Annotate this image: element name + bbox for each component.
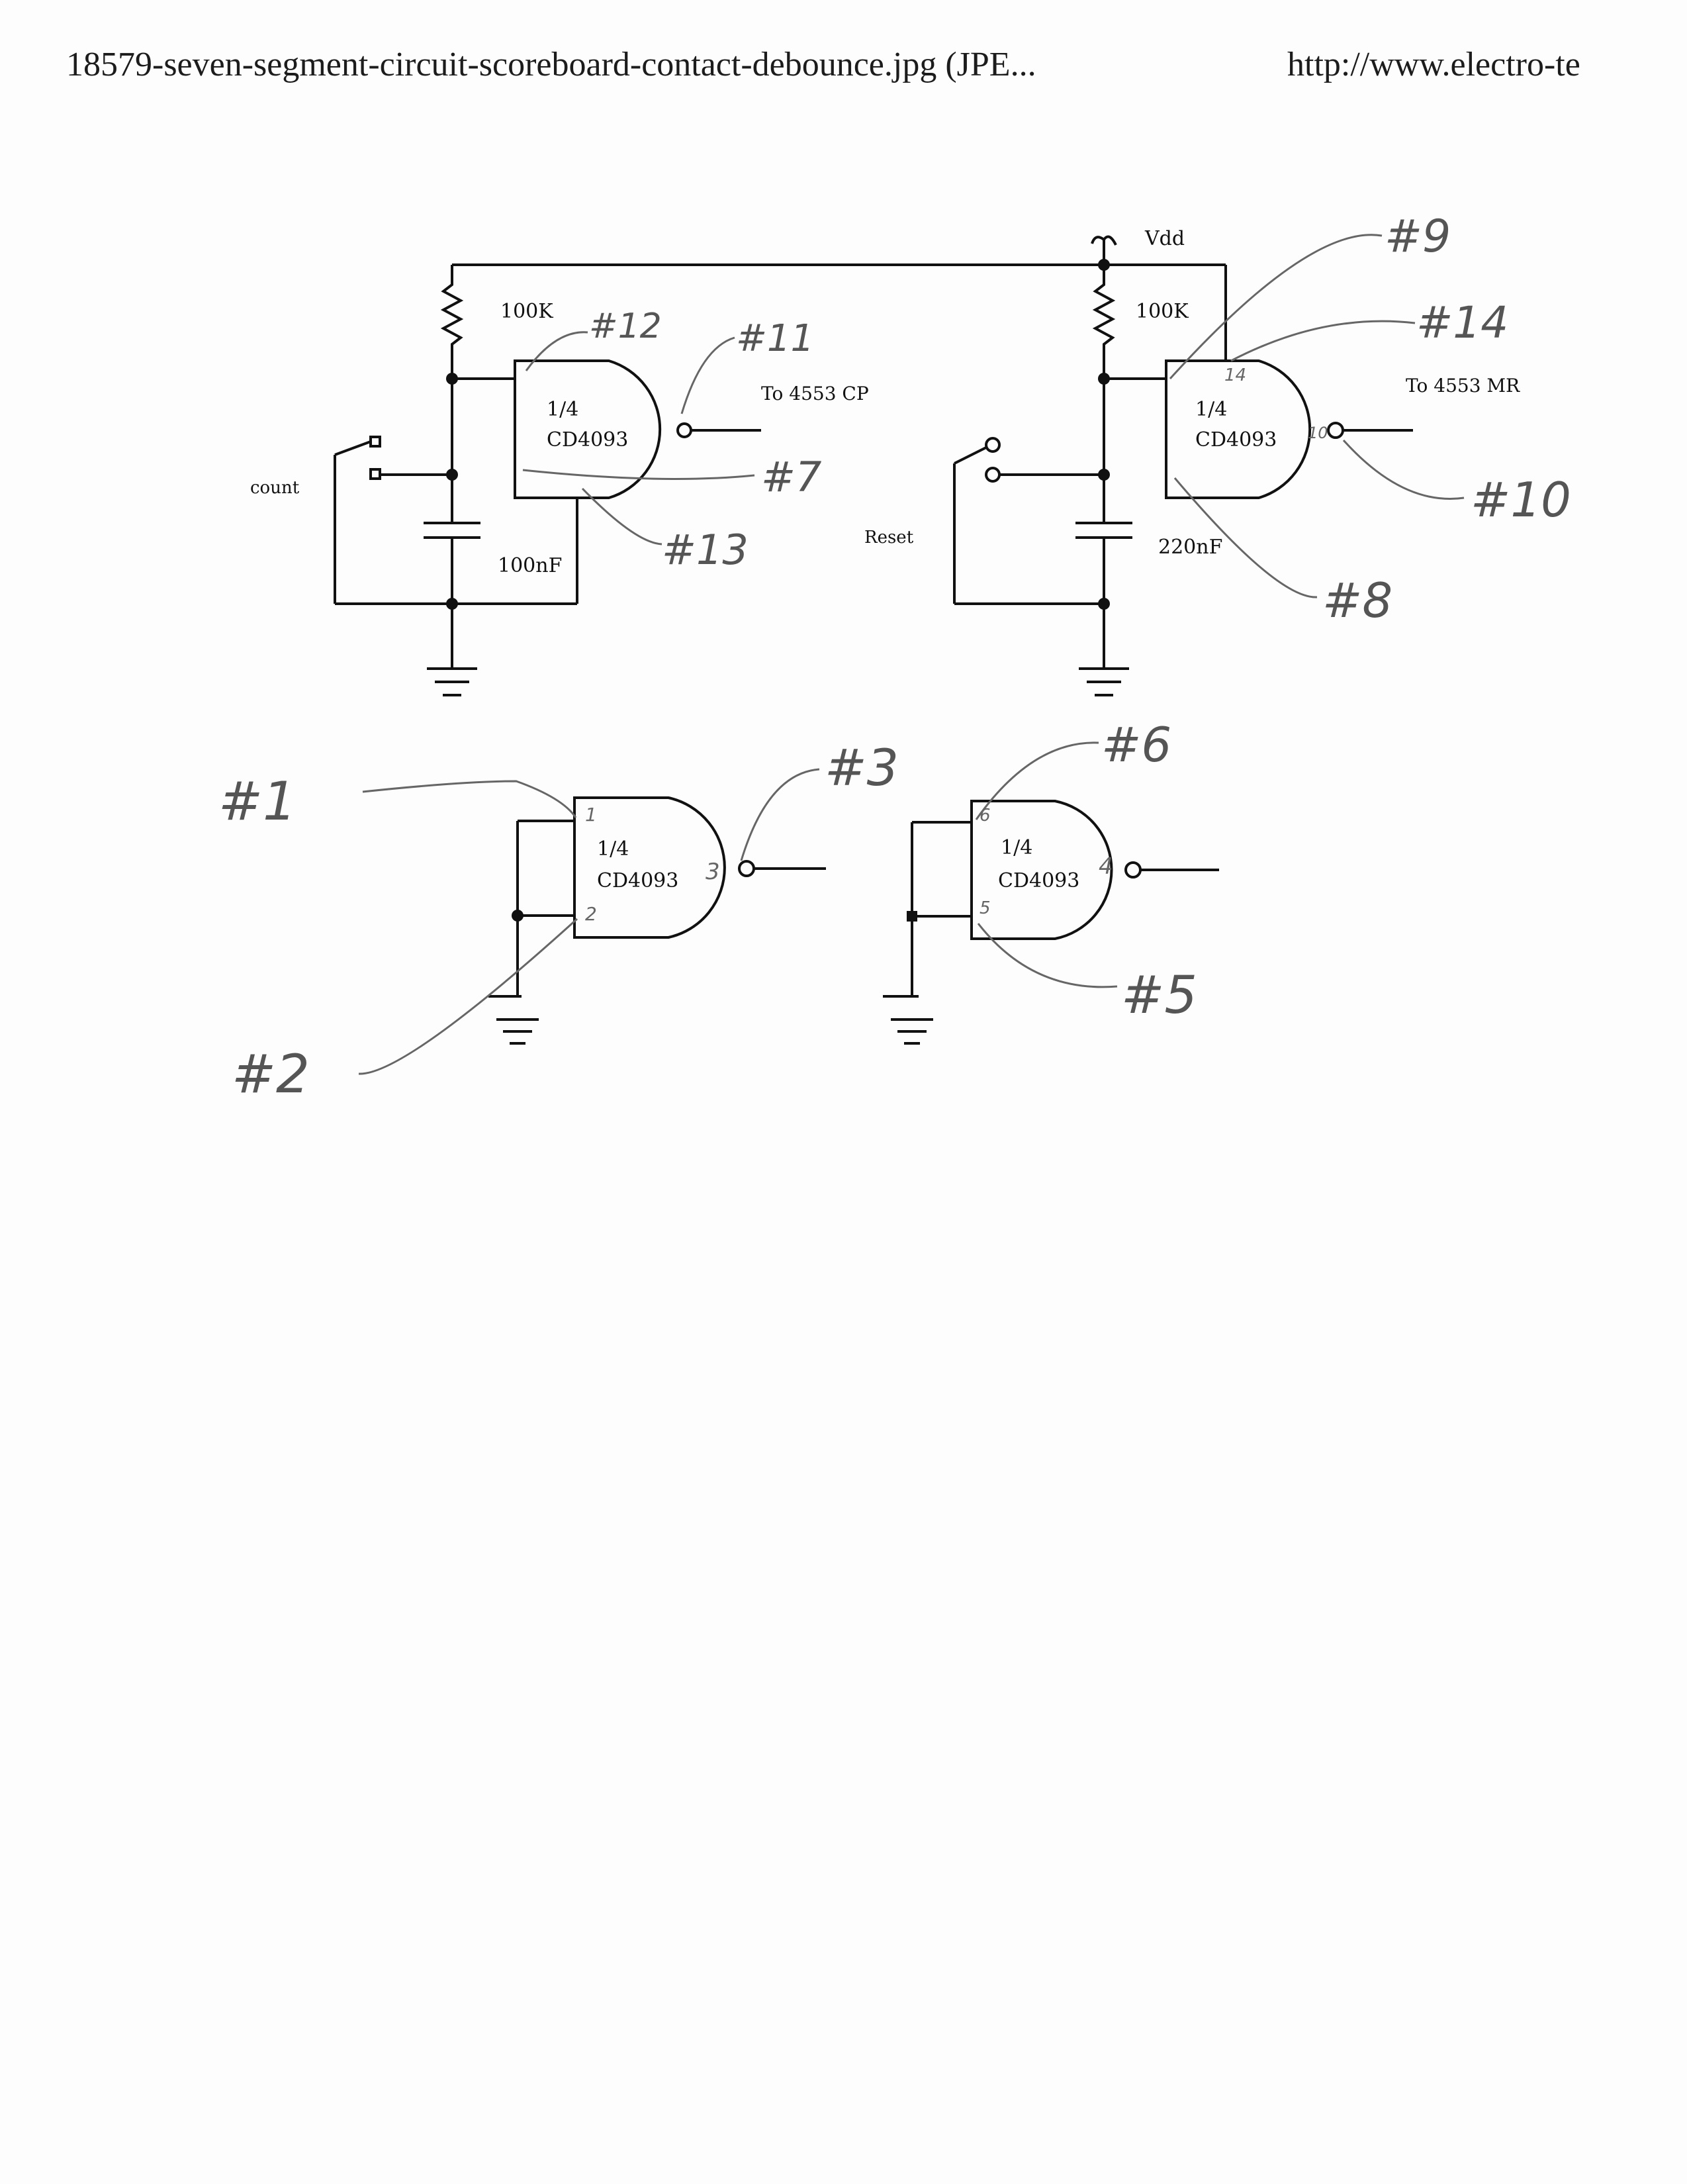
right-gate-chip: CD4093 <box>1195 428 1277 451</box>
right-gate-fraction: 1/4 <box>1195 398 1227 421</box>
left-resistor-value: 100K <box>500 300 553 323</box>
header-url: http://www.electro-te <box>1287 46 1580 83</box>
right-nand-gate <box>1165 359 1312 499</box>
leader-3 <box>740 768 820 861</box>
left-gate-chip: CD4093 <box>547 428 628 451</box>
annotation-12: #12 <box>589 307 662 346</box>
left-capacitor-value: 100nF <box>498 554 562 577</box>
left-resistor-symbol <box>440 265 464 379</box>
vdd-label: Vdd <box>1144 227 1185 250</box>
left-gate-bubble <box>676 422 692 438</box>
annotation-11: #11 <box>736 317 814 360</box>
leader-1 <box>362 780 577 818</box>
annotation-1: #1 <box>218 771 296 832</box>
annotation-10: #10 <box>1471 472 1571 528</box>
leader-6 <box>975 741 1099 820</box>
unused-gate-b-nand <box>970 800 1113 940</box>
header-filename: 18579-seven-segment-circuit-scoreboard-c… <box>66 46 1036 83</box>
leader-2 <box>358 918 578 1075</box>
unused-gate-b-pin-4: 4 <box>1099 853 1113 880</box>
leader-5 <box>977 923 1118 988</box>
right-capacitor-value: 220nF <box>1158 536 1222 559</box>
left-output-label: To 4553 CP <box>761 383 869 404</box>
unused-gate-b: 1/4 CD4093 6 5 4 <box>883 800 1219 1045</box>
supply-rail: Vdd <box>452 227 1226 271</box>
right-resistor-value: 100K <box>1136 300 1189 323</box>
leader-10 <box>1342 439 1465 500</box>
right-pin-14: 14 <box>1224 365 1246 385</box>
unused-gate-b-chip: CD4093 <box>998 869 1079 892</box>
unused-gate-b-pin-5: 5 <box>980 898 991 918</box>
annotation-14: #14 <box>1416 297 1508 348</box>
right-pin-10: 10 <box>1308 424 1328 442</box>
left-debounce-circuit: 100K count 100nF <box>250 265 869 696</box>
unused-gate-a-pin-1: 1 <box>585 804 597 826</box>
reset-switch-label: Reset <box>864 528 914 547</box>
unused-gate-b-fraction: 1/4 <box>1001 836 1032 859</box>
leader-11 <box>680 336 735 414</box>
annotation-7: #7 <box>761 453 821 501</box>
annotation-8: #8 <box>1322 573 1392 628</box>
left-nand-gate <box>514 359 662 499</box>
annotation-9: #9 <box>1385 211 1451 263</box>
annotation-13: #13 <box>662 526 749 574</box>
annotation-3: #3 <box>825 738 899 797</box>
count-switch-contact-2 <box>369 436 381 448</box>
right-output-label: To 4553 MR <box>1406 375 1520 397</box>
right-debounce-circuit: 100K Reset 220nF <box>864 265 1520 696</box>
leader-13 <box>581 487 662 546</box>
unused-gate-a-nand <box>573 796 726 939</box>
right-resistor-symbol <box>1092 265 1116 379</box>
reset-switch-contact <box>985 467 1001 483</box>
leader-9 <box>1169 234 1383 380</box>
leader-12 <box>525 331 588 371</box>
unused-gate-a-fraction: 1/4 <box>597 837 629 861</box>
annotation-6: #6 <box>1101 717 1171 773</box>
handwritten-annotations: #12 #11 #7 #13 #9 #14 #10 #8 #1 <box>218 211 1571 1105</box>
right-gate-bubble <box>1327 422 1344 439</box>
count-switch-label: count <box>250 478 300 498</box>
annotation-5: #5 <box>1121 966 1197 1025</box>
unused-gate-a-pin-2: 2 <box>585 903 597 925</box>
left-gate-fraction: 1/4 <box>547 398 578 421</box>
count-switch-contact <box>369 468 381 480</box>
leader-14 <box>1230 320 1416 362</box>
unused-gate-a-pin-3: 3 <box>706 859 720 885</box>
leader-8 <box>1173 477 1318 598</box>
annotation-2: #2 <box>232 1043 310 1105</box>
unused-gate-a: 1/4 CD4093 1 2 3 <box>488 796 826 1045</box>
leader-7 <box>522 469 755 480</box>
reset-switch-contact-2 <box>985 437 1001 453</box>
unused-gate-a-chip: CD4093 <box>597 869 678 892</box>
